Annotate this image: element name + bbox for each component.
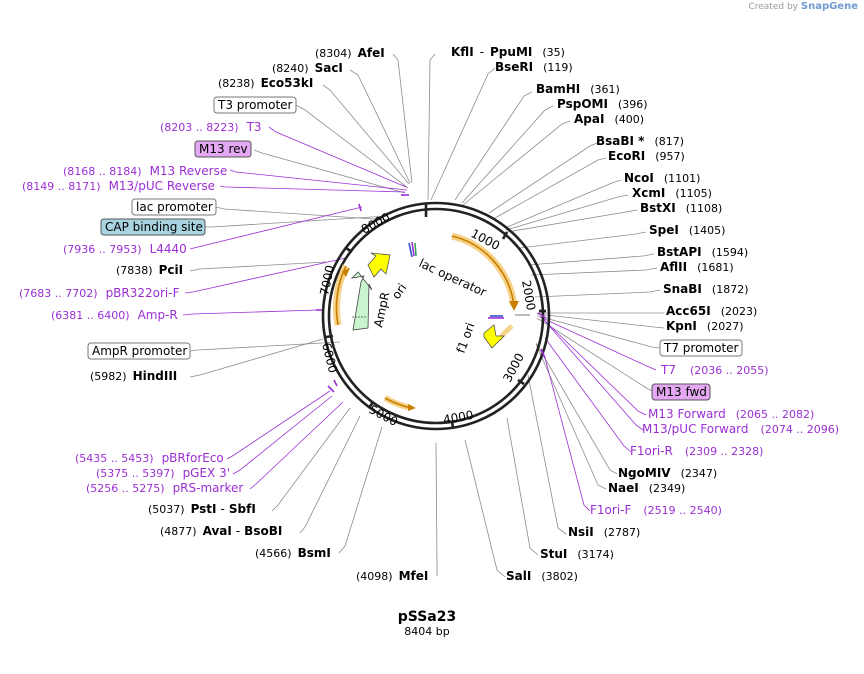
enzyme-label-bstapi: BstAPI(1594) — [657, 245, 748, 259]
enzyme-separator: - — [236, 524, 240, 538]
plasmid-name: pSSa23 — [398, 609, 457, 625]
enzyme-label-ncoi: NcoI(1101) — [624, 171, 700, 185]
primer-label-pbrforeco: (5435 .. 5453)pBRforEco — [75, 451, 224, 465]
primer-label-prs-marker: (5256 .. 5275)pRS-marker — [86, 481, 243, 495]
t3-promoter-box: T3 promoter — [213, 96, 297, 114]
feature-label: M13 rev — [199, 142, 248, 156]
ori-label: ori — [389, 281, 409, 302]
snapgene-logo: SnapGene — [800, 1, 858, 12]
enzyme-label-bseri: BseRI(119) — [495, 60, 573, 74]
left-enzyme-labels: (8304)AfeI (8240)SacI (8238)Eco53kI (409… — [90, 46, 428, 583]
enzyme-label-spei: SpeI(1405) — [649, 223, 725, 237]
feature-marks — [316, 194, 547, 393]
enzyme-label-acc65i: Acc65I(2023) — [666, 304, 757, 318]
right-primer-labels: T7(2036 .. 2055) M13 Forward(2065 .. 208… — [590, 363, 839, 517]
enzyme-label-nsii: NsiI(2787) — [568, 525, 640, 539]
t7-promoter-box: T7 promoter — [659, 339, 743, 357]
feature-label: CAP binding site — [105, 220, 203, 234]
enzyme-label-saci: (8240)SacI — [272, 61, 343, 75]
primer-label-f1ori-f: F1ori-F(2519 .. 2540) — [590, 503, 722, 517]
primer-label-m13-puc-forward: M13/pUC Forward(2074 .. 2096) — [642, 422, 839, 436]
primer-label-t7: T7(2036 .. 2055) — [660, 363, 769, 377]
feature-label: AmpR promoter — [92, 344, 187, 358]
f1-ori-label: f1 ori — [454, 321, 478, 355]
tick-label: 7000 — [317, 264, 337, 297]
tick-label: 8000 — [359, 210, 393, 237]
enzyme-label-mfei: (4098)MfeI — [356, 569, 428, 583]
ampr-promoter-box: AmpR promoter — [87, 342, 191, 360]
enzyme-label-bsmi: (4566)BsmI — [255, 546, 331, 560]
inner-labels: lac operator f1 ori ori AmpR — [371, 256, 488, 355]
ampr-green-arrow — [350, 271, 373, 331]
m13-rev-box: M13 rev — [194, 140, 252, 158]
primer-leaders — [182, 126, 657, 512]
enzyme-label-ecori: EcoRI(957) — [608, 149, 685, 163]
enzyme-label-bamhi: BamHI(361) — [536, 82, 620, 96]
primer-label-f1ori-r: F1ori-R(2309 .. 2328) — [630, 444, 763, 458]
ori-yellow-arrow — [367, 252, 391, 278]
right-enzyme-labels: KflI-PpuMI(35) BseRI(119) BamHI(361) Psp… — [451, 45, 757, 583]
enzyme-label-ngomiv: NgoMIV(2347) — [618, 466, 717, 480]
feature-boxes: T3 promoter M13 rev lac promoter CAP bin… — [87, 96, 743, 401]
enzyme-label-apai: ApaI(400) — [574, 112, 644, 126]
ampr-label: AmpR — [371, 291, 392, 329]
primer-label-amp-r: (6381 .. 6400)Amp-R — [51, 308, 178, 322]
enzyme-label-stui: StuI(3174) — [540, 547, 614, 561]
enzyme-label-aflii: AflII(1681) — [660, 260, 734, 274]
feature-label: lac promoter — [136, 200, 213, 214]
enzyme-label-pcii: (7838)PciI — [116, 263, 183, 277]
primer-label-m13-puc-reverse: (8149 .. 8171)M13/pUC Reverse — [22, 179, 215, 193]
primer-label-pbr322ori-f: (7683 .. 7702)pBR322ori-F — [19, 286, 180, 300]
enzyme-label-kpni: KpnI(2027) — [666, 319, 743, 333]
enzyme-label-sali: SalI(3802) — [506, 569, 578, 583]
enzyme-label-eco53ki: (8238)Eco53kI — [218, 76, 313, 90]
primer-label-m13-reverse: (8168 .. 8184)M13 Reverse — [63, 164, 227, 178]
feature-label: T7 promoter — [663, 341, 739, 355]
tick-label: 5000 — [367, 402, 401, 429]
lac-promoter-box: lac promoter — [131, 198, 217, 216]
enzyme-label-bsabi: BsaBI *(817) — [596, 134, 684, 148]
enzyme-label-afei: (8304)AfeI — [315, 46, 385, 60]
primer-label-pgex-3: (5375 .. 5397)pGEX 3' — [96, 466, 230, 480]
tick-label: 2000 — [519, 279, 538, 312]
feature-label: T3 promoter — [217, 98, 293, 112]
enzyme-label-psti-sbfi: (5037)PstI-SbfI — [148, 502, 256, 516]
lac-operator-label: lac operator — [417, 256, 489, 299]
enzyme-separator: - — [480, 45, 484, 59]
enzyme-label-pspomi: PspOMI(396) — [557, 97, 648, 111]
enzyme-label-avai-bsobi: (4877)AvaI-BsoBI — [160, 524, 282, 538]
plasmid-length: 8404 bp — [404, 625, 449, 638]
enzyme-label-hindiii: (5982)HindIII — [90, 369, 177, 383]
tick-label: 4000 — [442, 408, 475, 427]
m13-fwd-box: M13 fwd — [651, 383, 711, 401]
left-primer-labels: (8203 .. 8223)T3 (8168 .. 8184)M13 Rever… — [19, 120, 262, 495]
primer-label-t3: (8203 .. 8223)T3 — [160, 120, 262, 134]
cap-binding-site-box: CAP binding site — [100, 218, 206, 236]
ring-features — [316, 194, 547, 411]
enzyme-label-bstxi: BstXI(1108) — [640, 201, 722, 215]
tick-label: 6000 — [319, 341, 340, 374]
primer-label-m13-forward: M13 Forward(2065 .. 2082) — [648, 407, 814, 421]
feature-label: M13 fwd — [656, 385, 707, 399]
leader-lines — [182, 53, 665, 578]
enzyme-separator: - — [221, 502, 225, 516]
credit-prefix: Created by — [748, 2, 798, 12]
primer-label-l4440: (7936 .. 7953)L4440 — [63, 242, 187, 256]
enzyme-leaders — [189, 53, 665, 578]
feature-leaders — [189, 104, 661, 393]
tick-marks — [325, 203, 546, 429]
enzyme-label-kfli-ppumi: KflI-PpuMI(35) — [451, 45, 565, 59]
enzyme-label-snabi: SnaBI(1872) — [663, 282, 748, 296]
f1-ori-yellow-arrow — [483, 324, 505, 349]
enzyme-label-naei: NaeI(2349) — [608, 481, 685, 495]
credit-line: Created by SnapGene — [748, 1, 858, 12]
enzyme-label-xcmi: XcmI(1105) — [632, 186, 712, 200]
plasmid-title-block: pSSa23 8404 bp — [398, 609, 457, 638]
